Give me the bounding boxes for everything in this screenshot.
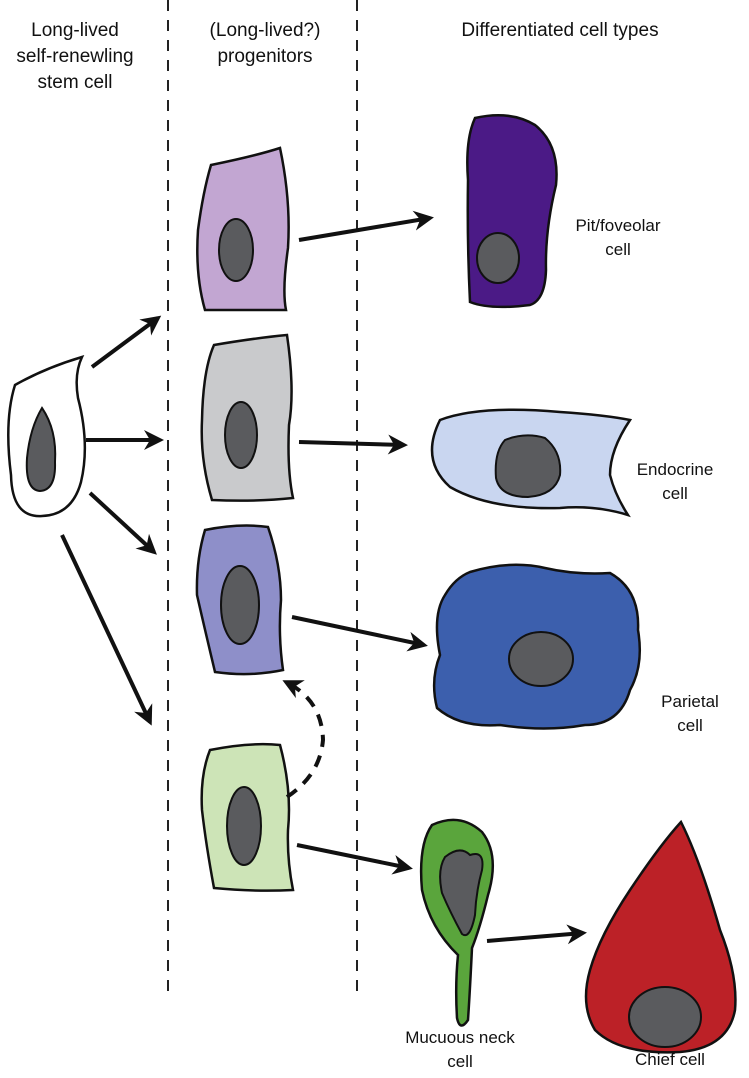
pit-cell-body — [466, 113, 558, 309]
mucous-neck-label-line-2: cell — [447, 1052, 473, 1071]
pit-cell-label: Pit/foveolar cell — [548, 214, 688, 262]
arrow-stem-to-neck-progenitor — [60, 534, 153, 726]
progenitor-pit — [196, 146, 290, 312]
chief-cell-nucleus — [628, 986, 702, 1048]
endocrine-label-line-2: cell — [662, 484, 688, 503]
chief-cell-label: Chief cell — [635, 1050, 705, 1069]
progenitor-parietal — [195, 524, 285, 676]
stem-cell-header: Long-lived self-renewling stem cell — [0, 18, 150, 96]
progenitor-endocrine — [200, 333, 295, 502]
stem-cell — [7, 355, 87, 518]
mucous-neck-cell — [419, 818, 494, 1027]
differentiated-header: Differentiated cell types — [461, 20, 659, 41]
progenitors-header-line-1: (Long-lived?) — [209, 20, 321, 41]
stem-header-line-3: stem cell — [37, 72, 113, 93]
mucous-neck-cell-nucleus — [439, 849, 484, 937]
mucous-neck-label-line-1: Mucuous neck — [405, 1028, 515, 1047]
stem-header-line-1: Long-lived — [31, 20, 119, 41]
progenitor-neck-nucleus — [226, 786, 262, 866]
progenitor-parietal-nucleus — [220, 565, 260, 645]
pit-label-line-1: Pit/foveolar — [575, 216, 661, 235]
mucous-neck-cell-label: Mucuous neck cell — [380, 1026, 540, 1074]
endocrine-label-line-1: Endocrine — [636, 460, 714, 479]
progenitor-endocrine-nucleus — [224, 401, 258, 469]
endocrine-cell-nucleus — [494, 434, 562, 499]
arrow-stem-to-parietal-progenitor — [88, 491, 157, 555]
parietal-label-line-2: cell — [677, 716, 703, 735]
endocrine-cell-label: Endocrine cell — [620, 458, 730, 506]
chief-cell-body — [584, 819, 737, 1054]
arrow-neck-progenitor-to-mucous-neck — [296, 843, 413, 875]
arrow-pit-progenitor-to-pit — [298, 210, 434, 242]
arrow-mucous-neck-to-chief — [486, 924, 587, 945]
pit-foveolar-cell — [466, 113, 558, 309]
endocrine-cell — [430, 408, 633, 518]
pit-label-line-2: cell — [605, 240, 631, 259]
progenitor-pit-nucleus — [218, 218, 254, 282]
progenitors-header: (Long-lived?) progenitors — [180, 18, 350, 70]
progenitor-neck — [200, 742, 295, 892]
stem-header-line-2: self-renewling — [16, 46, 134, 67]
arrow-dashed-neck-to-parietal-progenitor — [282, 680, 326, 799]
arrow-parietal-progenitor-to-parietal — [291, 615, 428, 652]
pit-cell-nucleus — [476, 232, 520, 284]
parietal-label-line-1: Parietal — [661, 692, 719, 711]
parietal-cell-label: Parietal cell — [640, 690, 740, 738]
arrow-endocrine-progenitor-to-endocrine — [298, 434, 408, 455]
parietal-cell — [432, 563, 641, 730]
parietal-cell-nucleus — [508, 631, 574, 687]
chief-cell — [584, 819, 737, 1054]
arrows — [60, 210, 587, 945]
arrow-stem-to-pit-progenitor — [90, 315, 162, 369]
stem-cell-nucleus — [25, 406, 57, 493]
progenitors-header-line-2: progenitors — [217, 46, 313, 67]
